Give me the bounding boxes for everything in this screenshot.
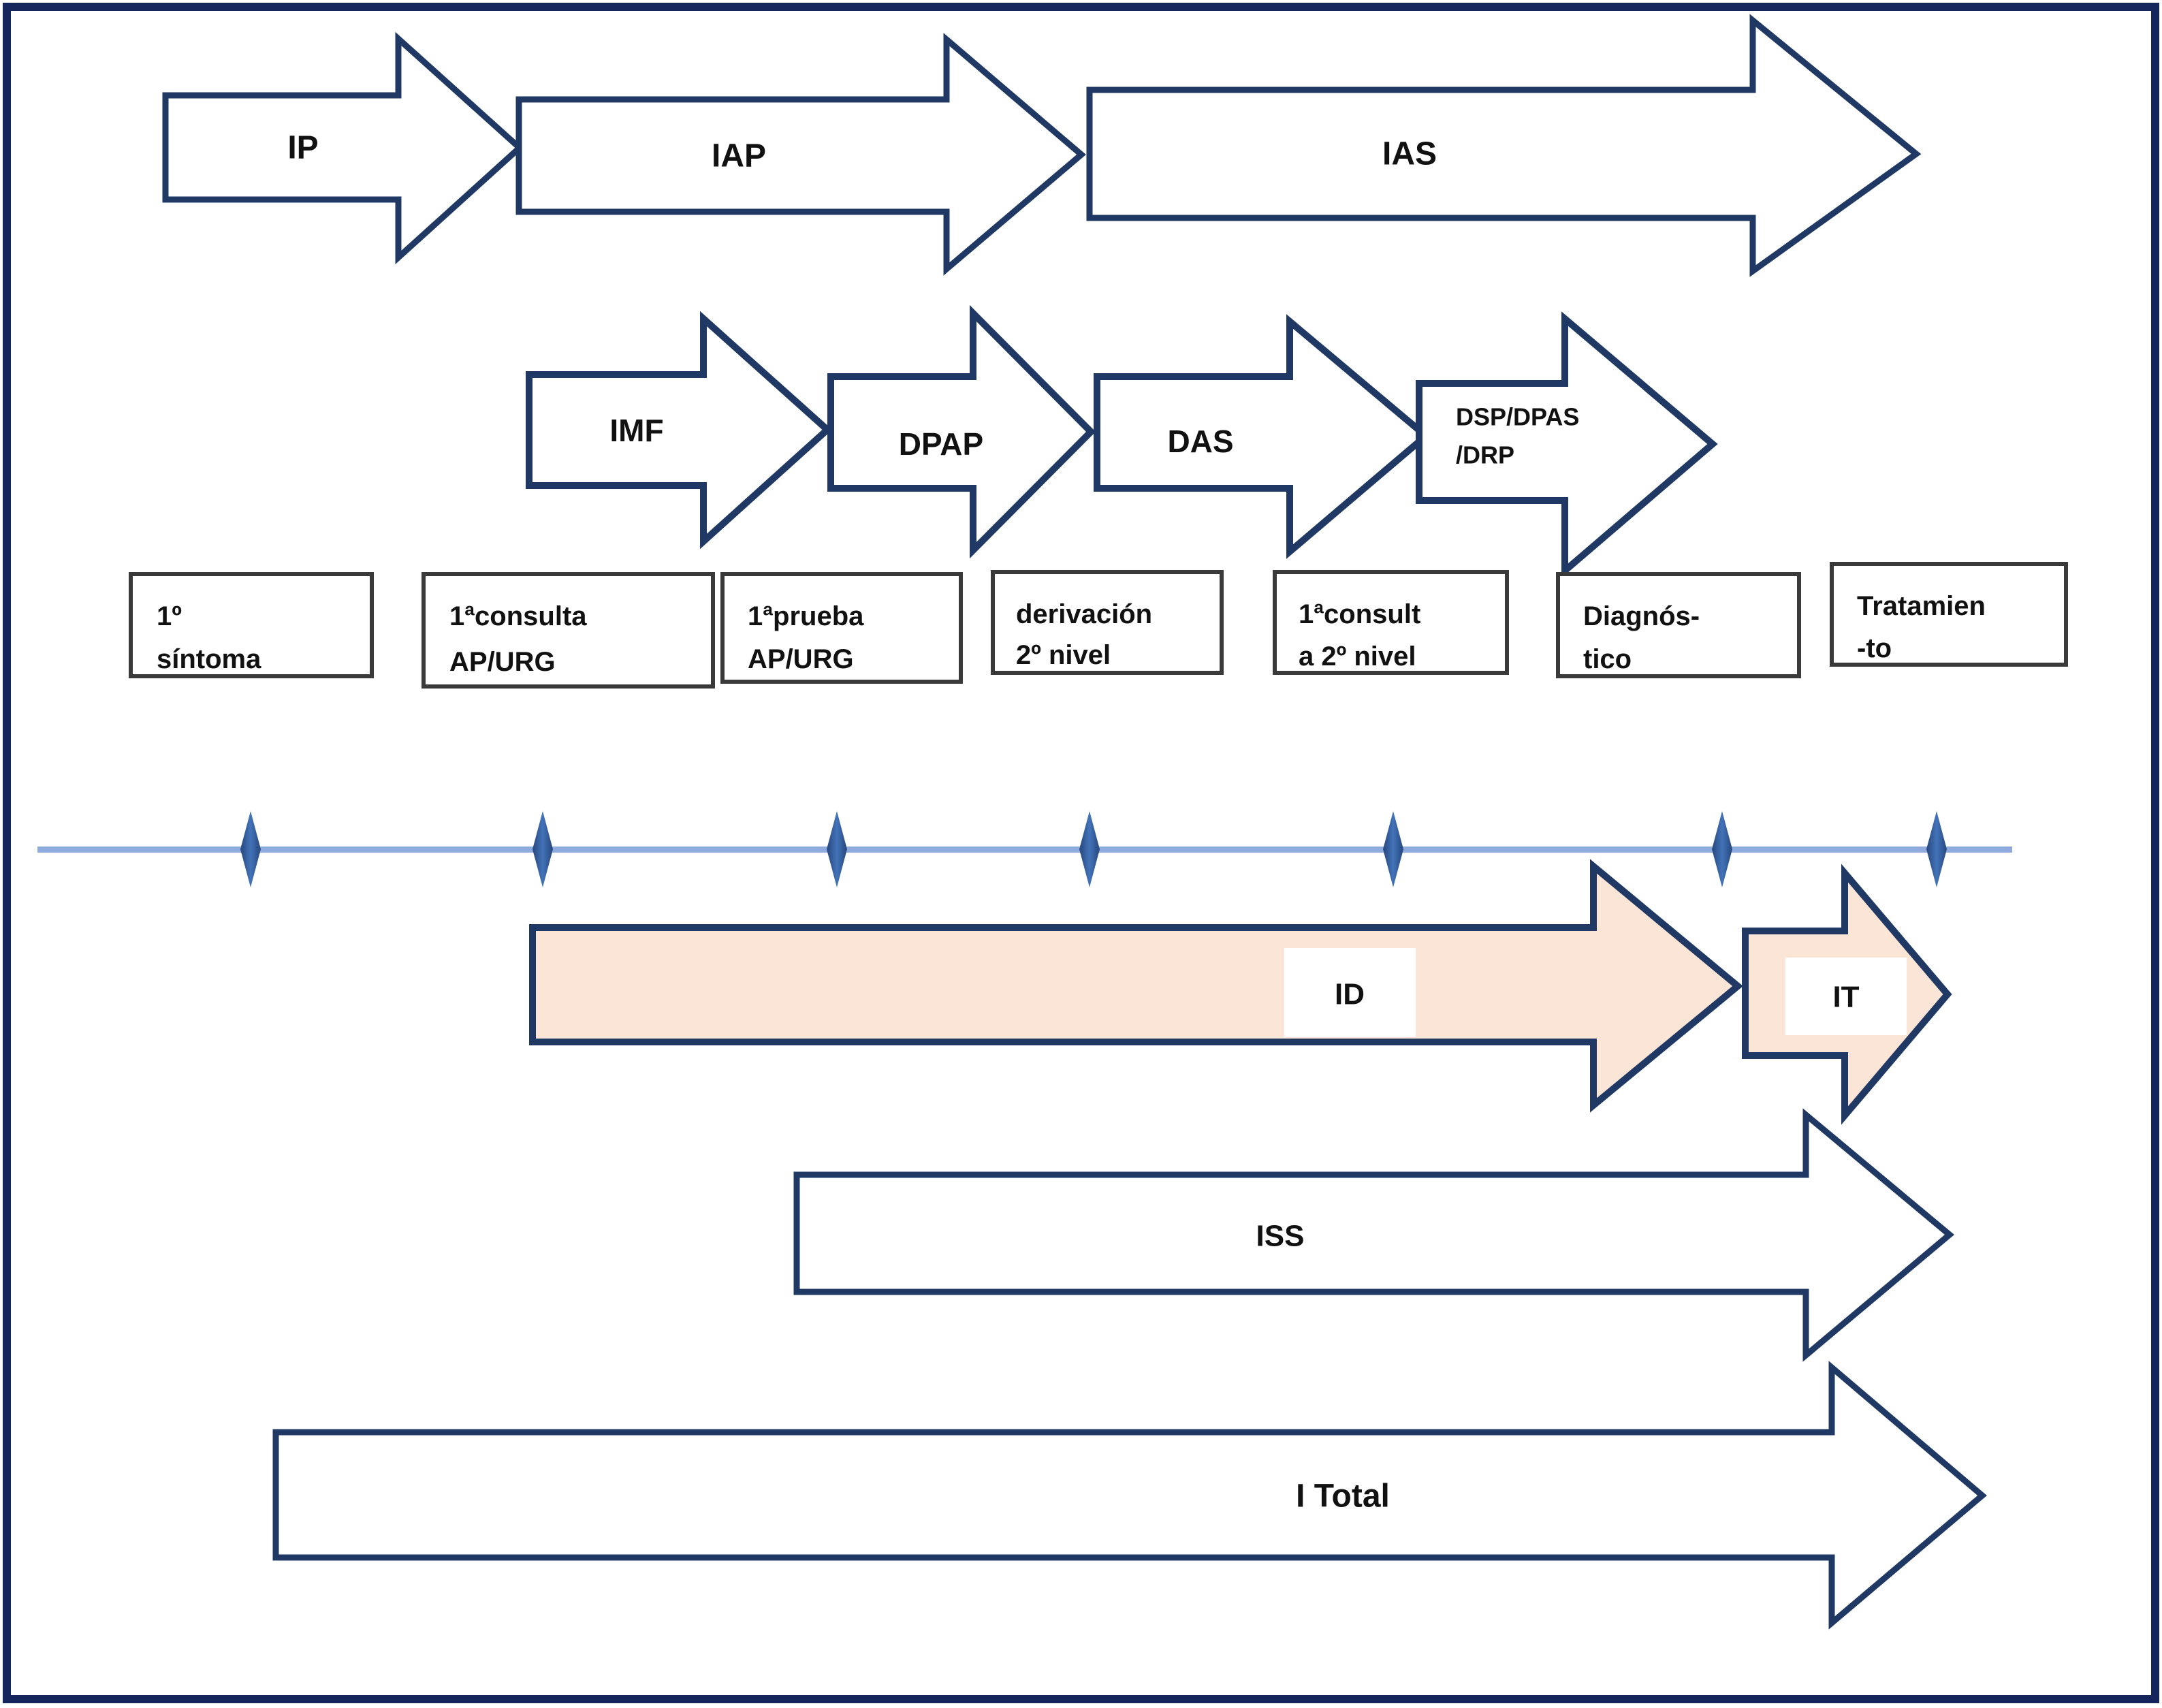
arrow-iss-label: ISS bbox=[1256, 1220, 1305, 1253]
event-box-derivacion-line2: 2º nivel bbox=[1016, 640, 1111, 670]
arrow-dpap-label: DPAP bbox=[899, 426, 983, 462]
event-box-primer-sintoma bbox=[129, 572, 374, 678]
arrow-das bbox=[1094, 314, 1431, 559]
milestone-boxes-row: 1º síntoma 1ªconsulta AP/URG 1ªprueba AP… bbox=[129, 562, 2068, 689]
event-box-diagnostico-line1: Diagnós- bbox=[1583, 601, 1700, 631]
timeline bbox=[37, 811, 2012, 887]
arrow-it-label-box bbox=[1785, 958, 1907, 1035]
arrow-ias bbox=[1086, 14, 1922, 277]
event-box-primera-consulta-2nivel-line2: a 2º nivel bbox=[1299, 642, 1416, 671]
timeline-marker-diamond bbox=[1079, 811, 1100, 887]
event-box-primera-consulta-ap-line1: 1ªconsulta bbox=[449, 601, 587, 631]
arrow-id-label: ID bbox=[1335, 978, 1365, 1011]
arrow-dpap bbox=[827, 304, 1096, 559]
event-box-diagnostico bbox=[1556, 572, 1801, 678]
arrow-it-label: IT bbox=[1832, 981, 1859, 1014]
event-box-tratamiento bbox=[1830, 562, 2068, 667]
event-box-tratamiento-line1: Tratamien bbox=[1857, 591, 1986, 621]
arrow-i-total-label: I Total bbox=[1296, 1478, 1390, 1515]
event-box-primera-prueba-line2: AP/URG bbox=[748, 644, 854, 674]
row1-interval-arrows: IP IAP IAS bbox=[162, 14, 1922, 277]
arrow-id bbox=[529, 859, 1743, 1113]
event-box-primera-consulta-2nivel-line1: 1ªconsult bbox=[1299, 599, 1420, 629]
arrow-iss bbox=[793, 1108, 1955, 1362]
timeline-marker-diamond bbox=[1926, 811, 1947, 887]
arrow-imf bbox=[526, 311, 833, 550]
timeline-line bbox=[37, 847, 2012, 853]
arrow-iap-label: IAP bbox=[712, 138, 766, 174]
arrow-ias-label: IAS bbox=[1382, 136, 1437, 172]
arrow-id-label-box bbox=[1284, 948, 1416, 1037]
arrow-dsp-dpas-drp bbox=[1416, 311, 1718, 578]
arrow-ip-label: IP bbox=[287, 130, 318, 166]
arrow-imf-label: IMF bbox=[609, 413, 663, 448]
arrow-iap bbox=[515, 33, 1086, 276]
row2-interval-arrows: IMF DPAP DAS DSP/DPAS /DRP bbox=[526, 304, 1718, 578]
diagnosis-treatment-arrows: ID IT bbox=[529, 859, 1952, 1125]
event-box-primera-consulta-ap bbox=[422, 572, 715, 689]
timeline-marker-diamond bbox=[1383, 811, 1403, 887]
event-box-primer-sintoma-line1: 1º bbox=[157, 601, 182, 631]
timeline-marker-diamond bbox=[827, 811, 847, 887]
arrow-dsp-dpas-drp-label-line2: /DRP bbox=[1456, 441, 1514, 469]
event-box-primera-prueba bbox=[720, 572, 963, 684]
event-box-primera-prueba-line1: 1ªprueba bbox=[748, 601, 864, 631]
arrow-dsp-dpas-drp-label-line1: DSP/DPAS bbox=[1456, 403, 1579, 431]
event-box-derivacion-line1: derivación bbox=[1016, 599, 1152, 629]
event-box-derivacion bbox=[991, 570, 1224, 675]
event-box-tratamiento-line2: -to bbox=[1857, 633, 1892, 663]
timeline-marker-diamond bbox=[240, 811, 261, 887]
timeline-marker-diamond bbox=[1712, 811, 1732, 887]
arrow-das-label: DAS bbox=[1167, 424, 1233, 459]
arrow-i-total bbox=[272, 1361, 1987, 1630]
event-box-diagnostico-line2: tico bbox=[1583, 644, 1632, 674]
arrow-ip bbox=[162, 31, 524, 265]
event-box-primer-sintoma-line2: síntoma bbox=[157, 644, 261, 674]
outer-frame-border bbox=[3, 3, 2159, 1703]
timeline-marker-diamond bbox=[532, 811, 553, 887]
event-box-primera-consulta-2nivel bbox=[1273, 570, 1509, 675]
event-box-primera-consulta-ap-line2: AP/URG bbox=[449, 647, 556, 677]
